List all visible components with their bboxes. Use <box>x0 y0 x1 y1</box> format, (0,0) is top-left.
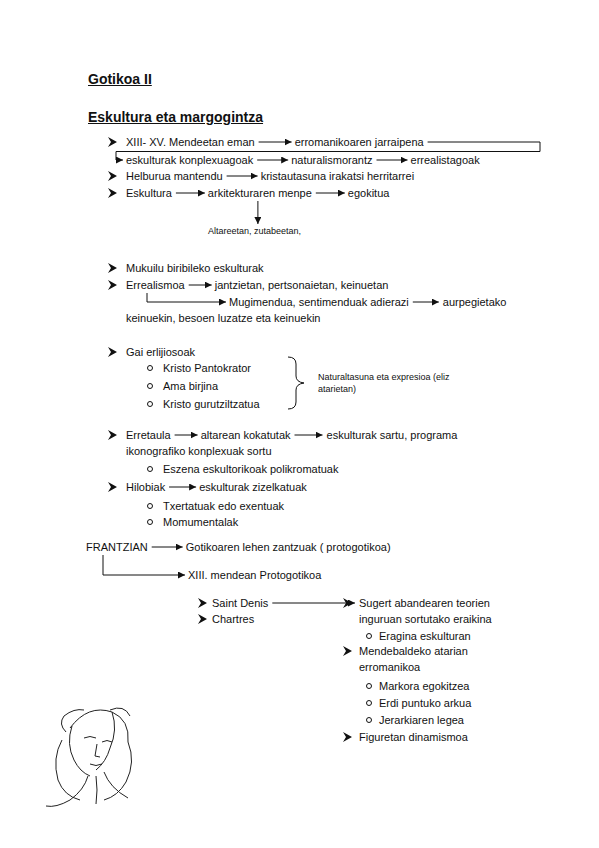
text-node: errealistagoak <box>411 152 480 168</box>
text-node: Erretaula <box>126 427 171 443</box>
arrow-connector <box>147 293 226 302</box>
text-node: aurpegietako keinuekin, besoen luzatze e… <box>126 294 536 326</box>
note-text: Ama birjina <box>163 378 218 394</box>
arrow-connector <box>152 547 183 548</box>
arrow-connector <box>189 285 212 286</box>
node-text: Errealismoa <box>126 279 185 291</box>
node-text: Hilobiak <box>126 481 165 493</box>
text-node: FRANTZIAN <box>86 539 148 555</box>
arrow-connector <box>169 487 196 488</box>
text-node: Eskultura <box>126 185 172 201</box>
note-text: Naturaltasuna eta expresioa (eliz atarie… <box>318 371 483 395</box>
page-title: Gotikoa II <box>88 70 152 88</box>
arrow-connector <box>227 176 258 177</box>
arrow-connector <box>176 193 205 194</box>
note-text: Chartres <box>212 611 254 627</box>
node-text: XIII. mendean Protogotikoa <box>188 569 321 581</box>
text-node: jantzietan, pertsonaietan, keinuetan <box>215 277 389 293</box>
node-text: Sugert abandearen teorien inguruan sortu… <box>359 597 492 625</box>
node-text: arkitekturaren menpe <box>208 187 312 199</box>
text-node: Sugert abandearen teorien inguruan sortu… <box>359 595 511 627</box>
node-text: Mugimendua, sentimenduak adierazi <box>229 296 409 308</box>
node-text: aurpegietako keinuekin, besoen luzatze e… <box>126 296 506 324</box>
arrow-connector <box>295 435 323 436</box>
text-node: Helburua mantendu <box>126 168 223 184</box>
arrow-connector <box>175 435 198 436</box>
node-text: XIII- XV. Mendeetan eman <box>126 136 255 148</box>
note-text: Figuretan dinamismoa <box>359 729 468 745</box>
text-node: Gotikoaren lehen zantzuak ( protogotikoa… <box>186 539 391 555</box>
note-text: Gai erlijiosoak <box>126 344 195 360</box>
node-text: jantzietan, pertsonaietan, keinuetan <box>215 279 389 291</box>
text-node: eskulturak sartu, programa ikonografiko … <box>126 427 506 459</box>
arrow-connector <box>257 160 288 161</box>
section-heading: Eskultura eta margogintza <box>88 108 263 126</box>
node-text: erromanikoaren jarraipena <box>295 136 424 148</box>
text-node: Saint Denis <box>212 595 268 611</box>
arrow-connector <box>316 193 345 194</box>
arrow-connector <box>259 142 292 143</box>
text-node: Mugimendua, sentimenduak adierazi <box>229 294 409 310</box>
arrow-connector <box>377 160 408 161</box>
node-text: eskulturak sartu, programa ikonografiko … <box>126 429 457 457</box>
node-text: Gotikoaren lehen zantzuak ( protogotikoa… <box>186 541 391 553</box>
arrow-connector <box>103 555 185 575</box>
arrow-connector <box>272 603 355 604</box>
arrow-connector <box>413 302 439 303</box>
node-text: altarean kokatutak <box>201 429 291 441</box>
note-text: Kristo Pantokrator <box>163 360 251 376</box>
note-text: Kristo gurutziltzatua <box>163 396 260 412</box>
text-node: arkitekturaren menpe <box>208 185 312 201</box>
note-text: Jerarkiaren legea <box>379 712 464 728</box>
node-text: Saint Denis <box>212 597 268 609</box>
node-text: kristautasuna irakatsi herritarrei <box>261 170 414 182</box>
face-sketch <box>46 708 132 806</box>
text-node: egokitua <box>348 185 390 201</box>
text-node: XIII. mendean Protogotikoa <box>188 567 321 583</box>
curly-brace <box>288 357 304 409</box>
node-text: eskulturak zizelkatuak <box>199 481 307 493</box>
text-node: kristautasuna irakatsi herritarrei <box>261 168 414 184</box>
text-node: XIII- XV. Mendeetan eman <box>126 134 255 150</box>
note-text: Eszena eskultorikoak polikromatuak <box>163 461 338 477</box>
node-text: errealistagoak <box>411 154 480 166</box>
node-text: naturalismorantz <box>291 154 372 166</box>
text-node: naturalismorantz <box>291 152 372 168</box>
text-node: erromanikoaren jarraipena <box>295 134 424 150</box>
note-text: Mukuilu biribileko eskulturak <box>126 260 264 276</box>
text-node: eskulturak konplexuagoak <box>126 152 253 168</box>
text-node: Errealismoa <box>126 277 185 293</box>
text-node: Hilobiak <box>126 479 165 495</box>
note-text: Markora egokitzea <box>379 678 470 694</box>
node-text: eskulturak konplexuagoak <box>126 154 253 166</box>
text-node: eskulturak zizelkatuak <box>199 479 307 495</box>
text-node: Altareetan, zutabeetan, <box>208 225 301 237</box>
note-text: Mendebaldeko atarian erromanikoa <box>359 643 499 675</box>
node-text: Erretaula <box>126 429 171 441</box>
bullet-arrows <box>108 137 352 742</box>
node-text: Helburua mantendu <box>126 170 223 182</box>
node-text: Altareetan, zutabeetan, <box>208 226 301 236</box>
note-text: Eragina eskulturan <box>379 628 471 644</box>
node-text: egokitua <box>348 187 390 199</box>
note-text: Txertatuak edo exentuak <box>163 498 284 514</box>
node-text: FRANTZIAN <box>86 541 148 553</box>
text-node: altarean kokatutak <box>201 427 291 443</box>
node-text: Eskultura <box>126 187 172 199</box>
arrow-connector <box>257 201 258 224</box>
note-text: Erdi puntuko arkua <box>379 695 471 711</box>
note-text: Momumentalak <box>163 514 238 530</box>
